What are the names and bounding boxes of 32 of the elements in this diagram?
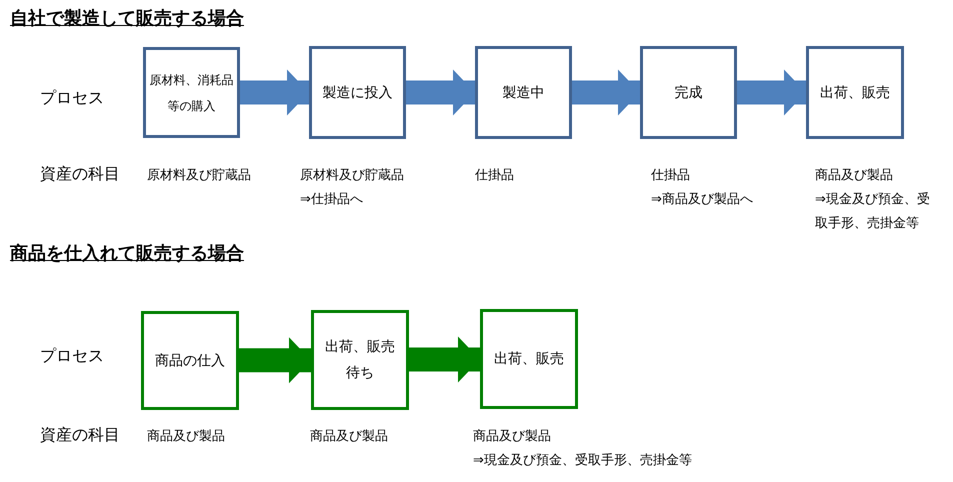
block-arrow: [572, 70, 640, 116]
account-text: 仕掛品: [475, 167, 515, 185]
account-text: 商品及び製品: [815, 167, 894, 185]
row-header: 資産の科目: [40, 164, 120, 185]
block-arrow: [409, 336, 480, 382]
account-text: 原材料及び貯蔵品: [300, 167, 405, 185]
account-text: 仕掛品: [651, 167, 691, 185]
block-arrow: [240, 70, 309, 116]
row-header: プロセス: [40, 88, 104, 109]
account-text: ⇒現金及び預金、受取手形、売掛金等: [815, 191, 931, 233]
account-text: 商品及び製品: [473, 428, 552, 446]
section-heading: 商品を仕入れて販売する場合: [10, 242, 244, 265]
process-box: 完成: [640, 46, 737, 139]
process-box: 商品の仕入: [141, 311, 239, 410]
block-arrow: [737, 70, 806, 116]
account-text: 原材料及び貯蔵品: [147, 167, 252, 185]
process-box: 製造中: [475, 46, 572, 139]
process-box: 出荷、販売: [806, 46, 904, 139]
account-text: 商品及び製品: [310, 428, 389, 446]
account-text: ⇒現金及び預金、受取手形、売掛金等: [473, 452, 693, 470]
row-header: 資産の科目: [40, 425, 120, 446]
block-arrow: [239, 337, 311, 384]
process-box: 出荷、販売: [480, 309, 578, 409]
account-text: ⇒仕掛品へ: [300, 191, 364, 209]
process-box: 原材料、消耗品等の購入: [143, 47, 240, 138]
section-heading: 自社で製造して販売する場合: [10, 7, 244, 30]
account-text: 商品及び製品: [147, 428, 226, 446]
account-text: ⇒商品及び製品へ: [651, 191, 754, 209]
process-box: 製造に投入: [309, 46, 406, 139]
row-header: プロセス: [40, 346, 104, 367]
block-arrow: [406, 70, 475, 116]
process-box: 出荷、販売待ち: [311, 310, 409, 410]
